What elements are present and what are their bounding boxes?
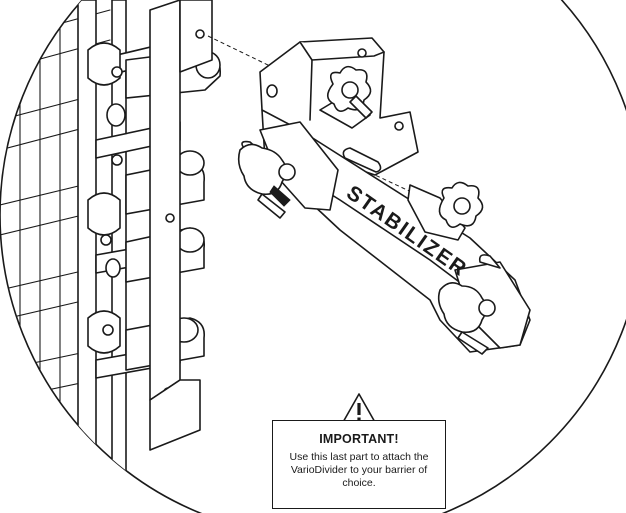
knob-icon-right — [438, 181, 484, 228]
knob-icon — [326, 65, 373, 119]
important-notice: IMPORTANT! Use this last part to attach … — [272, 420, 446, 509]
clamp-left — [237, 121, 339, 219]
notice-title: IMPORTANT! — [319, 432, 399, 446]
notice-body: Use this last part to attach the VarioDi… — [289, 451, 429, 489]
barrier-frame — [0, 0, 222, 513]
clamp-right — [437, 254, 531, 355]
